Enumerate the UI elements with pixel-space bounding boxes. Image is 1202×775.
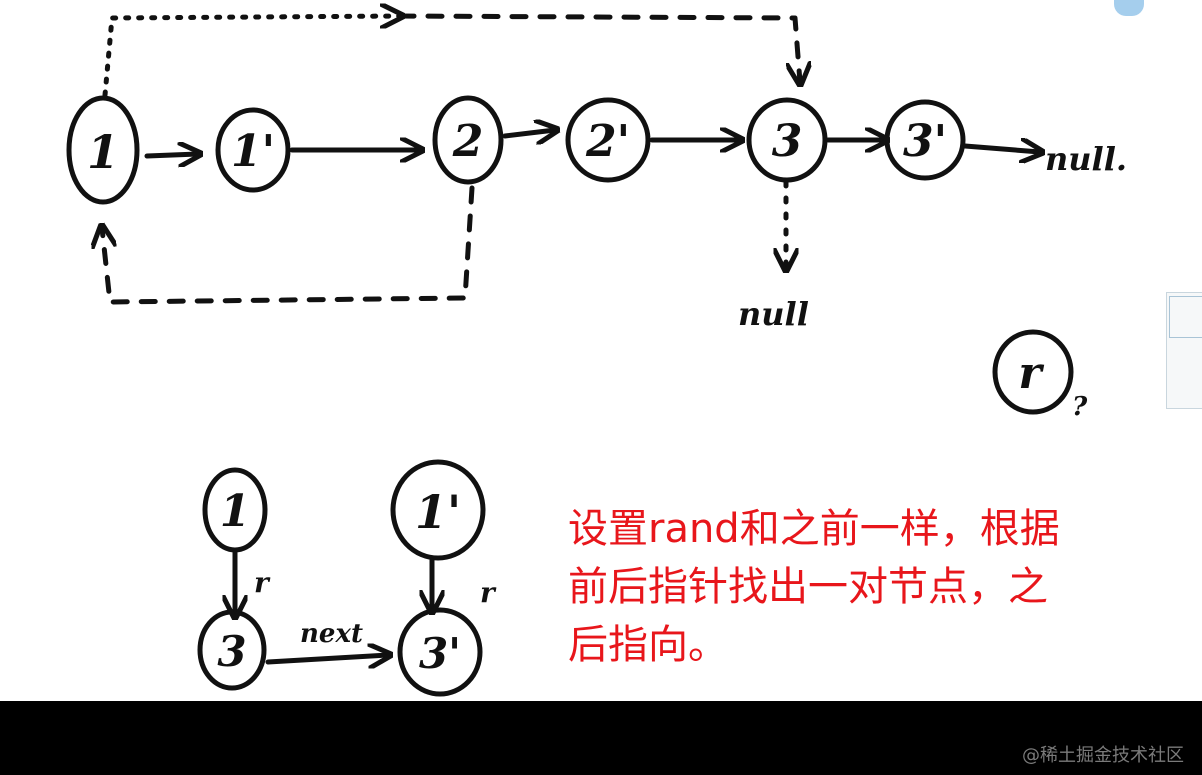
bottom-bar: @稀土掘金技术社区 [0,701,1202,775]
side-panel-item[interactable] [1169,296,1202,338]
watermark: @稀土掘金技术社区 [1022,745,1184,766]
bottom-node-1-prime [390,459,486,561]
explanation-note: 设置rand和之前一样，根据 前后指针找出一对节点，之 后指向。 [568,500,1168,674]
next-arrow [265,655,388,662]
note-line: 前后指针找出一对节点，之 [568,564,1048,610]
next-arrow [144,154,198,156]
next-arrow [502,130,555,136]
node-1 [66,95,140,205]
note-line: 后指向。 [568,622,728,668]
node-1-prime [215,107,291,193]
node-label: r [1018,348,1044,399]
node-label: 2' [585,116,630,167]
node-label: 2 [452,116,484,167]
node-label: 3 [217,627,246,676]
node-label: 1' [415,485,461,539]
app-logo [1114,0,1144,16]
node-r [992,329,1074,415]
node-label: 3' [903,116,947,167]
rand-pointer-1-to-3 [102,16,400,98]
next-arrow [962,146,1040,152]
node-label: 1 [87,125,119,179]
rand-pointer-2-to-1 [102,185,475,305]
node-label: 1 [220,486,251,537]
question-mark: ? [1072,392,1088,422]
node-label: 1' [231,126,275,177]
null-label: null [738,295,809,333]
rand-label: r [254,566,271,599]
note-line: 设置rand和之前一样，根据 [568,506,1060,552]
side-panel[interactable] [1166,292,1202,409]
rand-pointer-1-to-3 [397,13,800,82]
null-label: null. [1045,140,1127,178]
node-2-prime [565,97,651,183]
node-2 [432,95,504,185]
next-label: next [300,619,363,649]
rand-label: r [480,576,497,609]
node-label: 3' [419,629,461,678]
node-label: 3 [772,116,803,167]
